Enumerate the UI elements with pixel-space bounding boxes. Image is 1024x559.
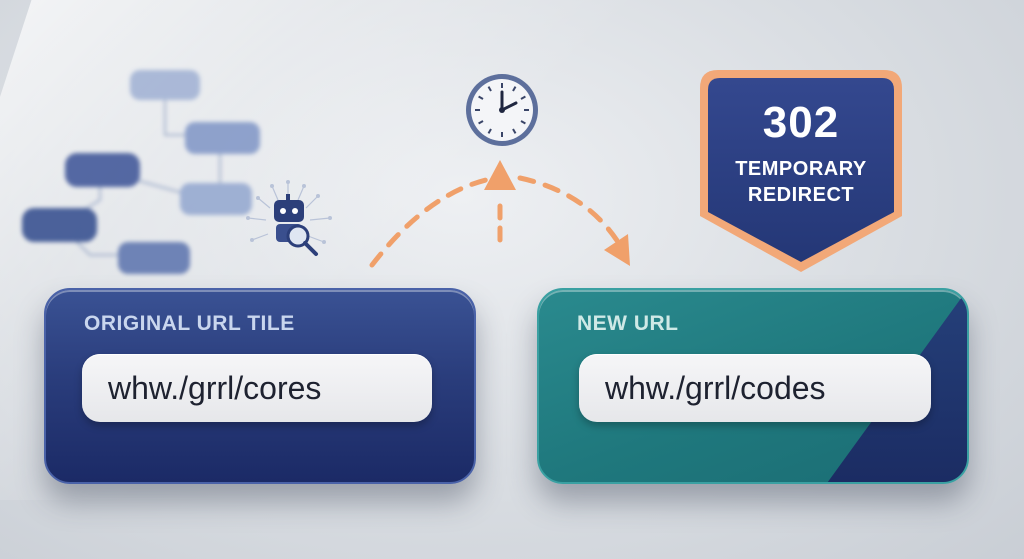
- clock-icon: [466, 74, 538, 146]
- original-url-tile: ORIGINAL URL TILE whw./grrl/cores: [44, 288, 476, 484]
- arrow-down-right-icon: [604, 234, 630, 266]
- badge-label-line2: REDIRECT: [747, 184, 855, 206]
- new-url-field[interactable]: whw./grrl/codes: [579, 354, 931, 422]
- robot-magnifier-icon: [246, 180, 332, 256]
- badge-status-code: 302: [762, 98, 840, 147]
- blurred-network-icon: [22, 70, 260, 274]
- original-url-label: ORIGINAL URL TILE: [84, 312, 295, 335]
- redirect-badge: [700, 70, 902, 272]
- original-url-field[interactable]: whw./grrl/cores: [82, 354, 432, 422]
- arrow-up-icon: [484, 160, 516, 190]
- new-url-tile: NEW URL whw./grrl/codes: [537, 288, 969, 484]
- new-url-label: NEW URL: [577, 312, 679, 335]
- badge-label-line1: TEMPORARY: [735, 158, 867, 180]
- redirect-arc: [369, 175, 498, 268]
